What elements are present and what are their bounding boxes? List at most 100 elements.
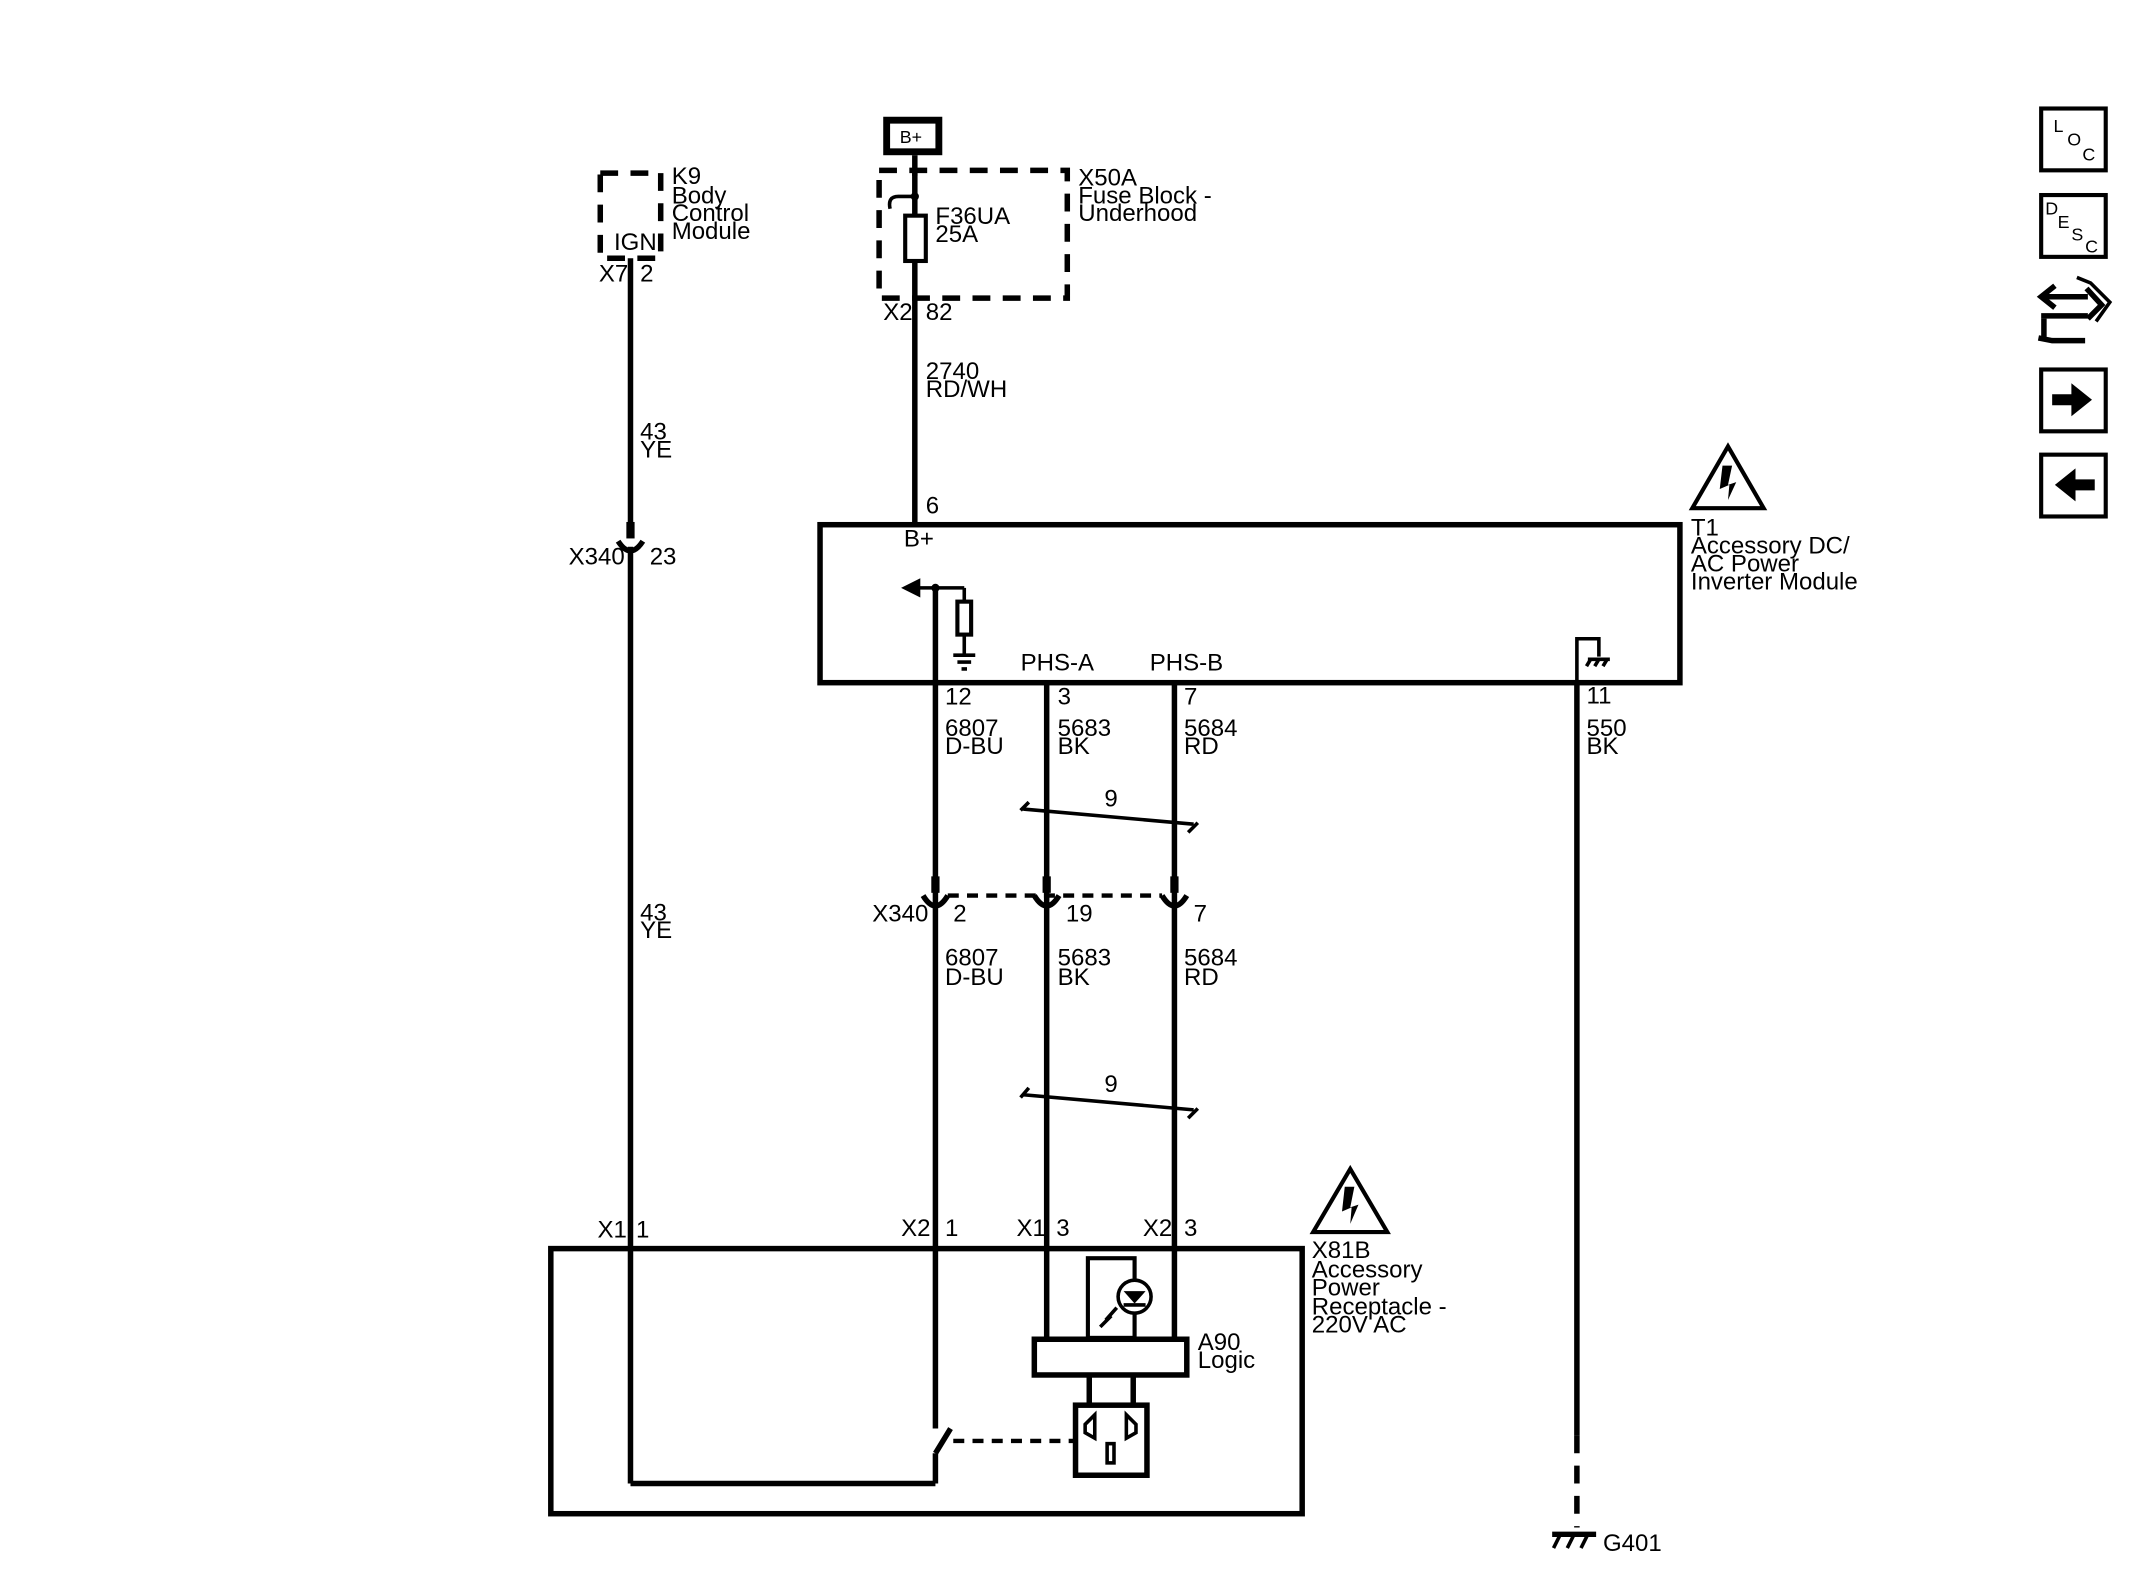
description-button[interactable]: D E S C [2039, 192, 2108, 259]
receptacle-x2-3-pin: 3 [1184, 1215, 1197, 1242]
twisted-pair-lower: 9 [1019, 1071, 1200, 1120]
twisted-pair-lower-label: 9 [1104, 1071, 1117, 1098]
logic-ref: A90 [1198, 1329, 1241, 1356]
receptacle-switch [933, 1427, 953, 1455]
wire-43-color-lower: YE [640, 917, 672, 944]
fuse-block-underhood: F36UA 25A X50A Fuse Block - Underhood X2… [876, 164, 1212, 326]
x340-bus-ref: X340 [872, 901, 928, 928]
chassis-ground-icon [1575, 636, 1610, 683]
logic-name: Logic [1198, 1347, 1255, 1374]
inverter-name-line-2: AC Power [1691, 550, 1799, 577]
x340-bus-connector: X340 2 19 7 [872, 876, 1207, 928]
bcm-ref: K9 [672, 163, 701, 190]
ground-g401: G401 [1551, 1530, 1662, 1557]
high-voltage-warning-icon [1688, 442, 1768, 511]
bcm-name-line-2: Control [672, 200, 749, 227]
logic-module [1031, 1336, 1190, 1378]
receptacle-x1-1-connector: X1 [598, 1217, 627, 1244]
battery-supply: B+ [883, 116, 943, 176]
receptacle-high-voltage-icon [1309, 1164, 1391, 1235]
wire-6807-d-bu: 6807 D-BU 6807 D-BU [932, 587, 1004, 1429]
ground-ref: G401 [1603, 1530, 1662, 1557]
fuse-block-connector: X2 [883, 299, 912, 326]
next-page-button[interactable] [2039, 367, 2108, 434]
wire-6807-circuit-lower: 6807 [945, 945, 998, 972]
receptacle-name-line-1: Accessory [1312, 1256, 1423, 1283]
wire-43-circuit-upper: 43 [640, 419, 667, 446]
wire-2740-color: RD/WH [926, 376, 1007, 403]
receptacle-x1-1-pin: 1 [636, 1217, 649, 1244]
fuse-block-name-line-1: Fuse Block - [1078, 182, 1211, 209]
wire-43-circuit-lower: 43 [640, 899, 667, 926]
receptacle-x2-1-connector: X2 [901, 1215, 930, 1242]
x340-ign-connector: X340 23 [569, 521, 677, 571]
wire-5683-bk: 5683 BK 5683 BK [1043, 682, 1111, 1340]
bcm-name-line-3: Module [672, 218, 751, 245]
inverter-name-line-3: Inverter Module [1691, 568, 1858, 595]
location-letter-o: O [2067, 130, 2081, 150]
location-button[interactable]: L O C [2039, 106, 2108, 173]
fuse-rating: 25A [935, 221, 978, 248]
inverter-pin-7: 7 [1184, 684, 1197, 711]
wire-5684-circuit-lower: 5684 [1184, 945, 1237, 972]
wire-6807-color-lower: D-BU [945, 964, 1004, 991]
receptacle-name-line-3: Receptacle - [1312, 1294, 1447, 1321]
inverter-module: B+ PHS-A PHS-B 12 3 [817, 442, 1858, 711]
bcm-connector: X7 [599, 261, 628, 288]
description-letter-e: E [2058, 212, 2070, 232]
receptacle-name-line-2: Power [1312, 1274, 1380, 1301]
x340-bus-pin-2: 2 [953, 901, 966, 928]
inverter-phase-b: PHS-B [1150, 649, 1223, 676]
wire-5683-color-upper: BK [1058, 733, 1090, 760]
wire-550-color: BK [1587, 733, 1619, 760]
wire-550-bk: 550 BK [1574, 682, 1627, 1528]
description-letter-d: D [2045, 198, 2058, 218]
ac-outlet-icon [1072, 1402, 1150, 1478]
wire-5684-circuit-upper: 5684 [1184, 715, 1237, 742]
wire-43-ye: 43 YE 43 YE [627, 258, 672, 1484]
wire-5684-color-upper: RD [1184, 733, 1219, 760]
internal-ground-icon [953, 653, 976, 671]
bcm-pin-label: IGN [614, 229, 657, 256]
wire-43-color-upper: YE [640, 436, 672, 463]
wire-5683-circuit-lower: 5683 [1058, 945, 1111, 972]
receptacle-x2-3-connector: X2 [1143, 1215, 1172, 1242]
fuse-id: F36UA [935, 203, 1010, 230]
component-connector-icon[interactable] [2036, 275, 2113, 344]
bcm-pin: 2 [640, 261, 653, 288]
wire-550-circuit: 550 [1587, 715, 1627, 742]
wire-6807-circuit-upper: 6807 [945, 715, 998, 742]
signal-arrow-icon [901, 578, 921, 598]
x340-bus-pin-7: 7 [1194, 901, 1207, 928]
fuse-block-name-line-2: Underhood [1078, 200, 1197, 227]
x340-bus-pin-19: 19 [1066, 901, 1093, 928]
inverter-pin-12: 12 [945, 684, 972, 711]
wire-5683-circuit-upper: 5683 [1058, 715, 1111, 742]
inverter-name-line-1: Accessory DC/ [1691, 533, 1850, 560]
inverter-bplus-pin: 6 [926, 493, 939, 520]
next-page-arrow-icon [2052, 383, 2092, 417]
inverter-bplus-label: B+ [904, 526, 934, 553]
body-control-module: IGN K9 Body Control Module X7 2 [597, 163, 751, 288]
x340-ign-ref: X340 [569, 544, 625, 571]
twisted-pair-upper: 9 [1019, 785, 1200, 834]
receptacle-x1-3-connector: X1 [1016, 1215, 1045, 1242]
wire-5683-color-lower: BK [1058, 964, 1090, 991]
indicator-led-icon [1085, 1256, 1153, 1340]
wire-5684-color-lower: RD [1184, 964, 1219, 991]
location-letter-c: C [2082, 145, 2095, 165]
fuse-block-ref: X50A [1078, 164, 1137, 191]
receptacle-x1-3-pin: 3 [1056, 1215, 1069, 1242]
power-receptacle: X1 1 X2 1 X1 3 X2 3 [548, 1164, 1447, 1517]
inverter-phase-a: PHS-A [1021, 649, 1094, 676]
description-letter-s: S [2071, 224, 2083, 244]
x340-ign-pin: 23 [650, 544, 677, 571]
wire-2740-circuit: 2740 [926, 358, 979, 385]
receptacle-ref: X81B [1312, 1237, 1371, 1264]
wire-2740-rd-wh: 2740 RD/WH 6 [912, 298, 1007, 525]
description-letter-c: C [2085, 237, 2098, 257]
receptacle-x2-1-pin: 1 [945, 1215, 958, 1242]
previous-page-button[interactable] [2039, 452, 2108, 519]
wire-6807-color-upper: D-BU [945, 733, 1004, 760]
